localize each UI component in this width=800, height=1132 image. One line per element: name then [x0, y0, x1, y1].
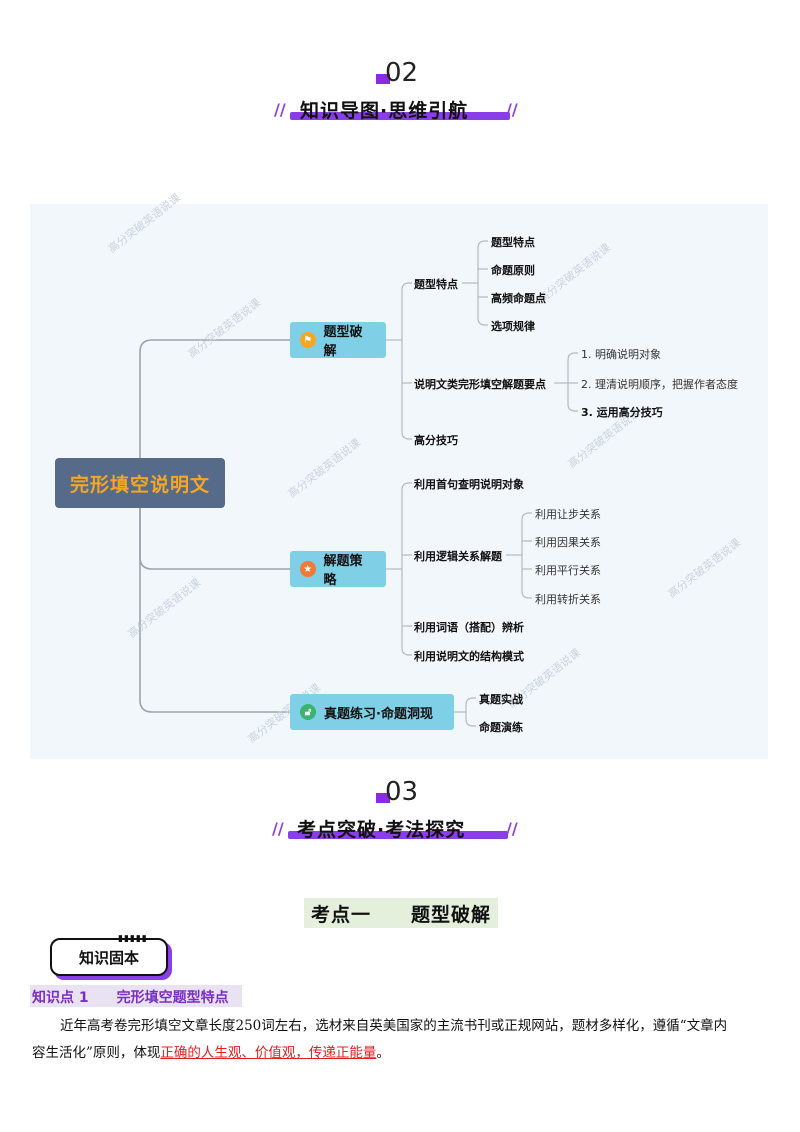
node-leaf: 题型特点 — [491, 236, 535, 249]
star-icon: ★ — [300, 561, 316, 577]
slash-decoration-left: // — [274, 100, 286, 119]
paragraph-line: 容生活化”原则，体现正确的人生观、价值观，传递正能量。 — [32, 1040, 772, 1066]
section-number: 03 — [385, 777, 419, 807]
node-leaf: 2. 理清说明顺序，把握作者态度 — [581, 378, 738, 391]
node-leaf: 3. 运用高分技巧 — [581, 406, 663, 419]
slash-decoration-left: // — [272, 819, 284, 838]
section-number: 02 — [385, 58, 419, 88]
knowledge-point-bar — [30, 985, 242, 1007]
exam-point-title: 考点一 题型破解 — [304, 898, 498, 928]
node-question-features: 题型特点 — [414, 278, 458, 291]
paragraph-text: 。 — [376, 1045, 390, 1061]
knowledge-badge: 知识固本 — [50, 938, 168, 976]
knowledge-point-label: 知识点 1 完形填空题型特点 — [32, 990, 229, 1006]
node-leaf: 利用让步关系 — [535, 508, 601, 521]
section-number-accent — [376, 74, 390, 84]
branch-question-type: ⚑ 题型破解 — [290, 322, 386, 359]
node-structure: 利用说明文的结构模式 — [414, 650, 524, 663]
node-first-sentence: 利用首句查明说明对象 — [414, 478, 524, 491]
node-high-score-tips: 高分技巧 — [414, 434, 458, 447]
node-leaf: 高频命题点 — [491, 292, 546, 305]
node-logic: 利用逻辑关系解题 — [414, 550, 502, 563]
highlighted-text: 正确的人生观、价值观，传递正能量 — [160, 1045, 377, 1061]
node-leaf: 真题实战 — [479, 693, 523, 706]
flag-icon: ⚑ — [300, 332, 316, 348]
slash-decoration-right: // — [506, 819, 518, 838]
node-word-analysis: 利用词语（搭配）辨析 — [414, 621, 524, 634]
slash-decoration-right: // — [506, 100, 518, 119]
section-title: 考点突破·考法探究 — [297, 819, 466, 841]
mindmap-root: 完形填空说明文 — [55, 458, 225, 508]
branch-label: 解题策略 — [323, 554, 363, 588]
paragraph-text: 容生活化”原则，体现 — [32, 1045, 161, 1061]
badge-dots-decoration: ▮▮▮▮▮ — [118, 934, 148, 944]
lock-icon: 🔓︎ — [300, 704, 316, 720]
node-leaf: 利用因果关系 — [535, 536, 601, 549]
branch-practice: 🔓︎ 真题练习·命题洞现 — [290, 694, 454, 730]
node-key-points: 说明文类完形填空解题要点 — [414, 378, 546, 391]
title-underline — [290, 112, 510, 120]
node-leaf: 命题演练 — [479, 721, 523, 734]
title-underline — [288, 831, 508, 839]
branch-label: 真题练习·命题洞现 — [324, 706, 433, 722]
node-leaf: 利用转折关系 — [535, 593, 601, 606]
section-number-accent — [376, 793, 390, 803]
node-leaf: 命题原则 — [491, 264, 535, 277]
branch-label: 题型破解 — [323, 325, 363, 359]
branch-strategy: ★ 解题策略 — [290, 551, 386, 588]
badge-label: 知识固本 — [78, 948, 139, 967]
paragraph-line: 近年高考卷完形填空文章长度250词左右，选材来自英美国家的主流书刊或正规网站，题… — [32, 1013, 772, 1039]
node-leaf: 利用平行关系 — [535, 564, 601, 577]
section-title: 知识导图·思维引航 — [300, 100, 469, 122]
node-leaf: 选项规律 — [491, 320, 535, 333]
node-leaf: 1. 明确说明对象 — [581, 348, 661, 361]
paragraph-text: 近年高考卷完形填空文章长度250词左右，选材来自英美国家的主流书刊或正规网站，题… — [60, 1018, 728, 1034]
